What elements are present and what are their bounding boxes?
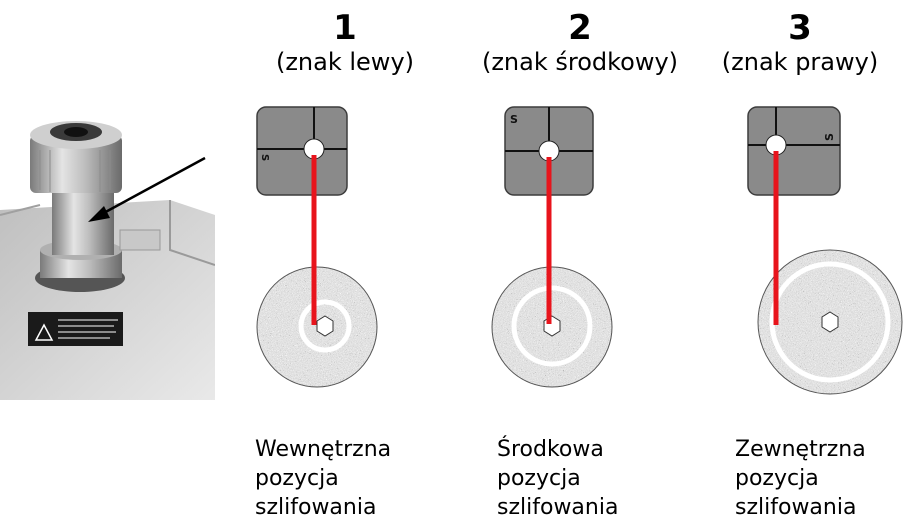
grinder-spindle-photo <box>0 90 215 400</box>
caption-line: szlifowania <box>735 493 866 522</box>
square-letter: S <box>823 133 836 141</box>
mark-label: (znak środkowy) <box>460 46 700 78</box>
caption-line: pozycja <box>735 464 866 493</box>
position-caption: Zewnętrzna pozycja szlifowania <box>735 435 866 522</box>
mark-label: (znak lewy) <box>225 46 465 78</box>
hexagon-hole-icon <box>822 312 838 332</box>
grinding-diagram: S <box>460 95 700 425</box>
square-letter: S <box>259 154 270 161</box>
position-caption: Środkowa pozycja szlifowania <box>497 435 618 522</box>
position-3: 3 (znak prawy) S <box>680 0 915 523</box>
grinding-disc <box>257 267 377 387</box>
laser-mark-square: S <box>257 107 347 195</box>
grinding-disc <box>758 250 902 394</box>
grinding-disc <box>492 267 612 387</box>
grinding-diagram: S <box>680 95 915 425</box>
caption-line: szlifowania <box>255 493 391 522</box>
caption-line: pozycja <box>255 464 391 493</box>
position-number: 3 <box>680 8 915 48</box>
caption-line: pozycja <box>497 464 618 493</box>
caption-line: Środkowa <box>497 435 618 464</box>
position-number: 2 <box>460 8 700 48</box>
caption-line: Wewnętrzna <box>255 435 391 464</box>
square-letter: S <box>510 113 518 126</box>
caption-line: szlifowania <box>497 493 618 522</box>
position-number: 1 <box>225 8 465 48</box>
position-caption: Wewnętrzna pozycja szlifowania <box>255 435 391 522</box>
caption-line: Zewnętrzna <box>735 435 866 464</box>
position-2: 2 (znak środkowy) S <box>460 0 700 523</box>
laser-mark-square: S <box>748 107 840 195</box>
mark-label: (znak prawy) <box>680 46 915 78</box>
position-1: 1 (znak lewy) S <box>225 0 465 523</box>
hexagon-hole-icon <box>544 316 560 336</box>
grinding-diagram: S <box>225 95 465 425</box>
hexagon-hole-icon <box>317 316 333 336</box>
